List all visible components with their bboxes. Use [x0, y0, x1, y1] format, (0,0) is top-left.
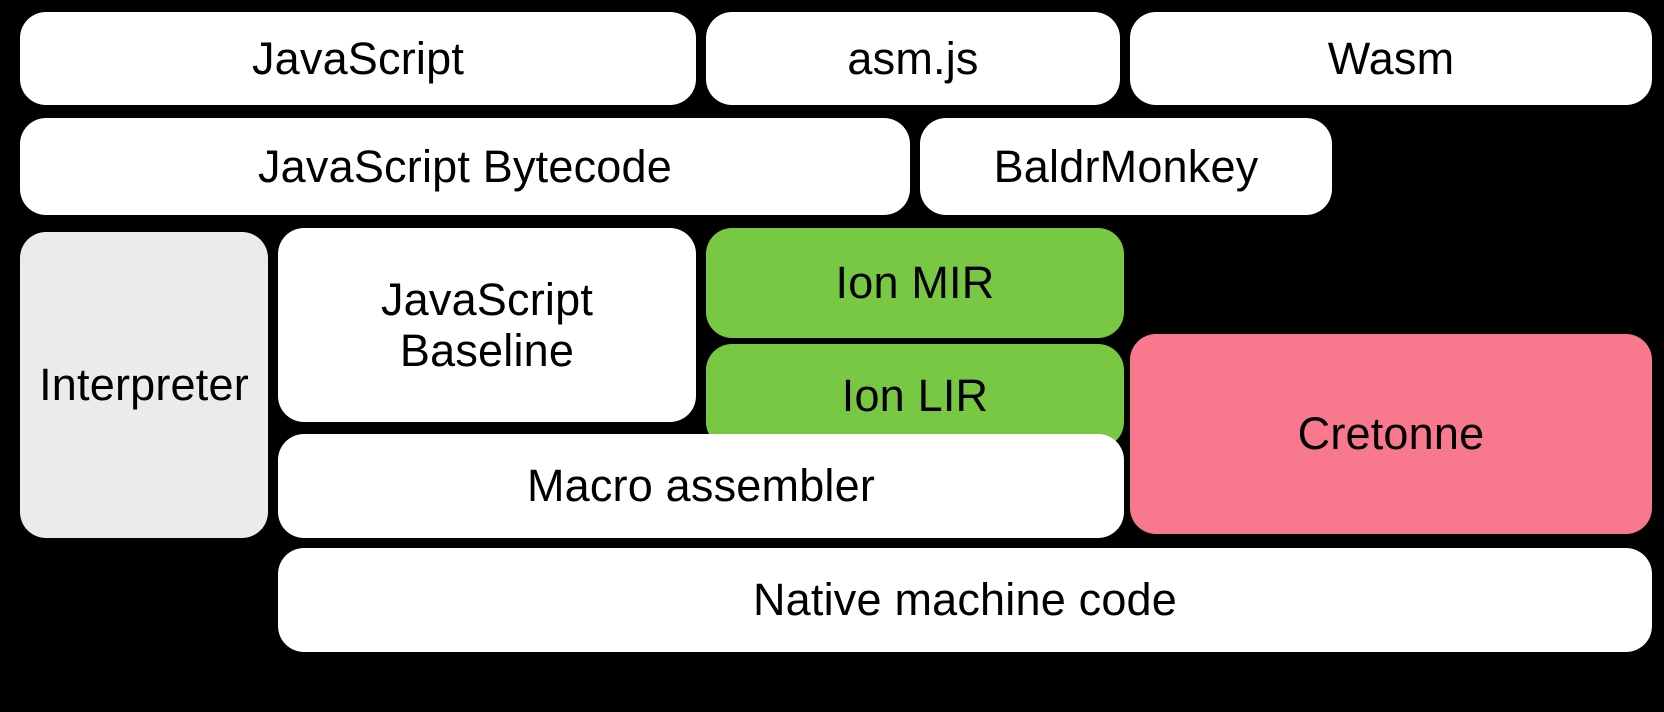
node-baldrmonkey: BaldrMonkey [920, 118, 1332, 215]
node-wasm: Wasm [1130, 12, 1652, 105]
node-native-machine-code: Native machine code [278, 548, 1652, 652]
node-javascript-baseline: JavaScript Baseline [278, 228, 696, 422]
node-interpreter: Interpreter [20, 232, 268, 538]
node-ion-lir: Ion LIR [706, 344, 1124, 448]
node-javascript-bytecode: JavaScript Bytecode [20, 118, 910, 215]
node-asm-js: asm.js [706, 12, 1120, 105]
node-cretonne: Cretonne [1130, 334, 1652, 534]
node-ion-mir: Ion MIR [706, 228, 1124, 338]
node-macro-assembler: Macro assembler [278, 434, 1124, 538]
node-javascript: JavaScript [20, 12, 696, 105]
